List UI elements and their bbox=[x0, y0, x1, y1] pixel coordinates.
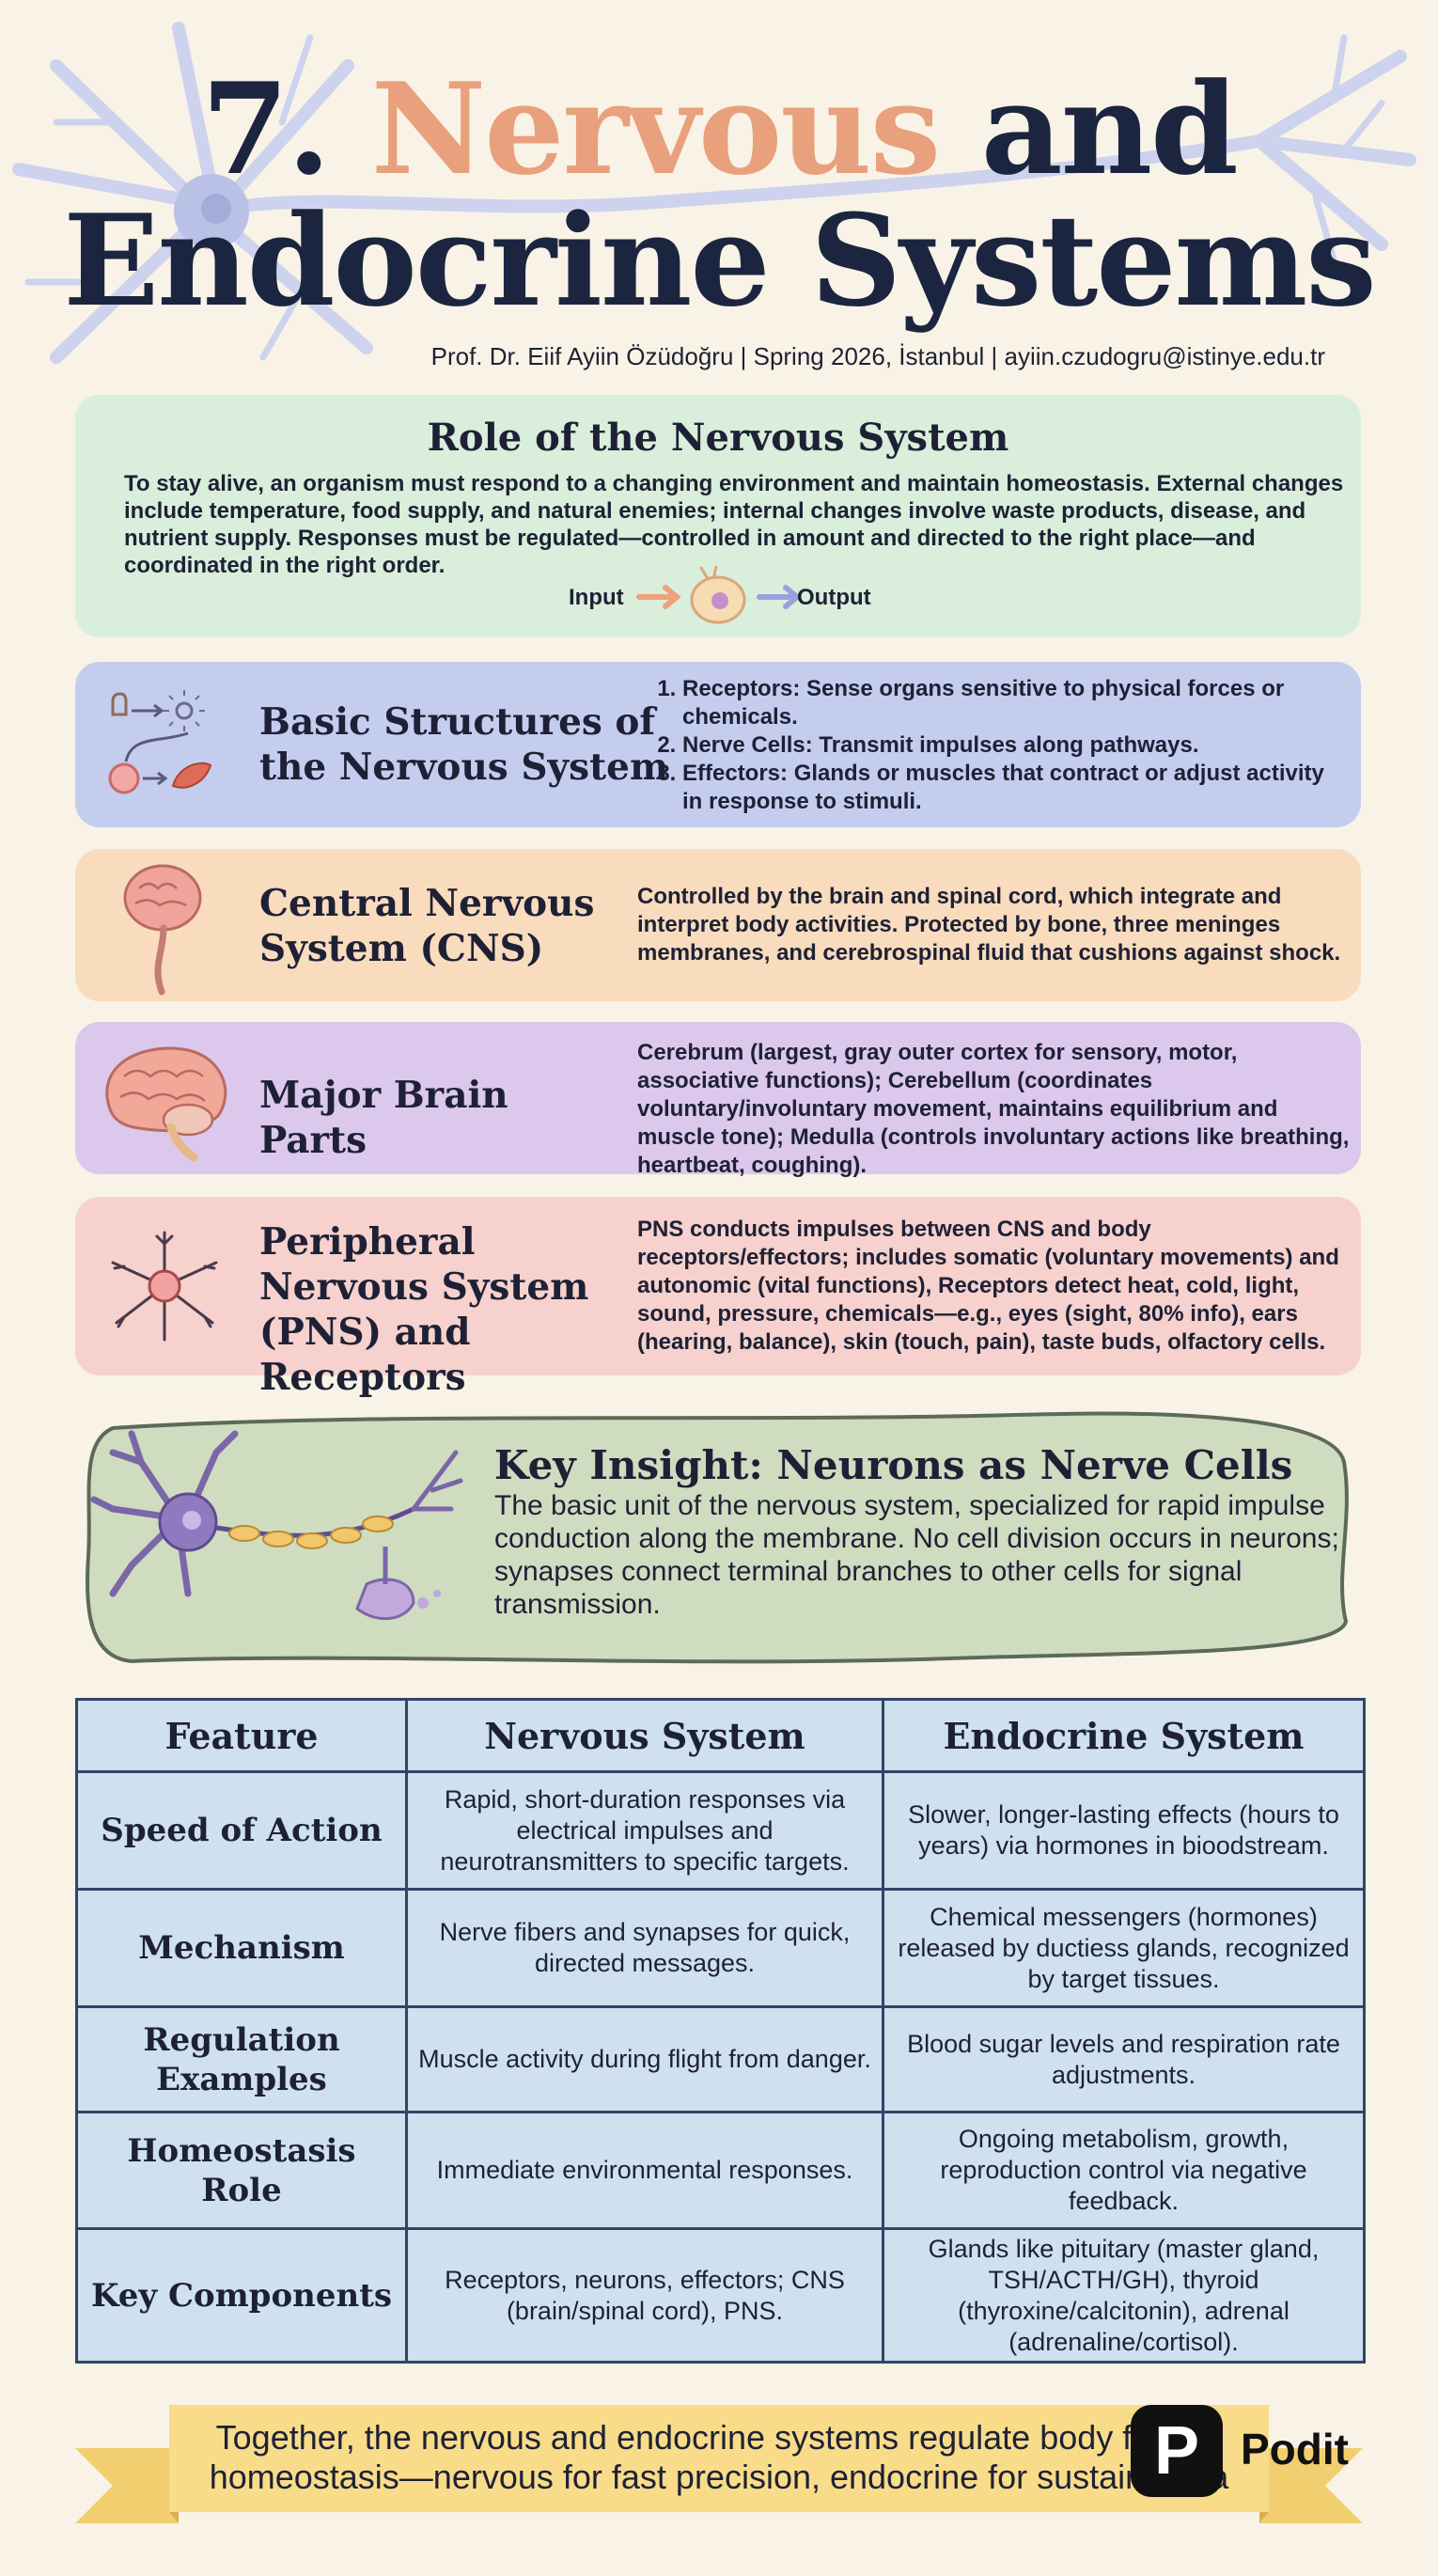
footer-line-1: Together, the nervous and endocrine syst… bbox=[215, 2418, 1223, 2457]
list-item: Effectors: Glands or muscles that contra… bbox=[682, 760, 1350, 816]
insight-title: Key Insight: Neurons as Nerve Cells bbox=[494, 1442, 1293, 1488]
list-item: Receptors: Sense organs sensitive to phy… bbox=[682, 675, 1350, 731]
table-cell: Blood sugar levels and respiration rate … bbox=[882, 2005, 1366, 2113]
footer-line-2: homeostasis—nervous for fast precision, … bbox=[209, 2458, 1229, 2496]
input-label: Input bbox=[569, 585, 624, 610]
neuron-illustration bbox=[90, 1430, 463, 1621]
cns-card-body: Controlled by the brain and spinal cord,… bbox=[637, 884, 1341, 966]
table-cell: Immediate environmental responses. bbox=[405, 2111, 884, 2230]
insight-card-background bbox=[85, 1411, 1349, 1664]
input-output-diagram bbox=[636, 566, 802, 624]
author-line: Prof. Dr. Eiif Ayiin Özüdoğru | Spring 2… bbox=[430, 342, 1325, 370]
footer-banner bbox=[75, 2405, 1363, 2523]
table-row: Speed of Action Rapid, short-duration re… bbox=[75, 1770, 1366, 1891]
receptor-effector-icon bbox=[108, 690, 212, 794]
pns-card-body: PNS conducts impulses between CNS and bo… bbox=[637, 1217, 1339, 1355]
title-accent-word: Nervous bbox=[370, 55, 941, 203]
table-header-cell: Nervous System bbox=[405, 1698, 884, 1773]
brain-card: Major Brain Parts Cerebrum (largest, gra… bbox=[75, 1022, 1361, 1178]
title-and: and bbox=[980, 55, 1239, 203]
podit-logo-icon: P bbox=[1131, 2405, 1223, 2497]
cns-card: Central Nervous System (CNS) Controlled … bbox=[75, 849, 1361, 1001]
table-header-row: Feature Nervous System Endocrine System bbox=[75, 1698, 1366, 1773]
page-title-line-1: 7. Nervous and bbox=[0, 66, 1438, 192]
role-card: Role of the Nervous System To stay alive… bbox=[75, 395, 1361, 637]
comparison-table: Feature Nervous System Endocrine System … bbox=[75, 1698, 1366, 2364]
role-card-title: Role of the Nervous System bbox=[427, 416, 1009, 460]
neuron-star-icon bbox=[111, 1231, 218, 1342]
structures-list: Receptors: Sense organs sensitive to phy… bbox=[654, 675, 1350, 816]
brain-spinal-cord-icon bbox=[123, 864, 202, 996]
title-number: 7. bbox=[201, 55, 331, 203]
table-cell: Slower, longer-lasting effects (hours to… bbox=[882, 1770, 1366, 1891]
table-cell: Receptors, neurons, effectors; CNS (brai… bbox=[405, 2227, 884, 2364]
table-header-cell: Endocrine System bbox=[882, 1698, 1366, 1773]
structures-card-title: Basic Structures of the Nervous System bbox=[259, 700, 669, 789]
footer-summary: Together, the nervous and endocrine syst… bbox=[188, 2418, 1250, 2497]
podit-logo-text: Podit bbox=[1241, 2425, 1349, 2474]
table-cell: Glands like pituitary (master gland, TSH… bbox=[882, 2227, 1366, 2364]
table-row: Key Components Receptors, neurons, effec… bbox=[75, 2227, 1366, 2364]
table-row: Homeostasis Role Immediate environmental… bbox=[75, 2111, 1366, 2230]
table-row-label: Homeostasis Role bbox=[75, 2111, 408, 2230]
cns-card-title: Central Nervous System (CNS) bbox=[259, 882, 595, 970]
pns-card: Peripheral Nervous System (PNS) and Rece… bbox=[75, 1197, 1361, 1399]
table-row-label: Mechanism bbox=[75, 1888, 408, 2008]
table-cell: Ongoing metabolism, growth, reproduction… bbox=[882, 2111, 1366, 2230]
structures-card-body: Receptors: Sense organs sensitive to phy… bbox=[654, 675, 1350, 816]
table-cell: Chemical messengers (hormones) released … bbox=[882, 1888, 1366, 2008]
output-arrow-icon bbox=[757, 585, 802, 609]
brain-icon bbox=[105, 1046, 227, 1161]
table-row: Regulation Examples Muscle activity duri… bbox=[75, 2005, 1366, 2113]
role-card-body: To stay alive, an organism must respond … bbox=[124, 471, 1344, 578]
table-row-label: Speed of Action bbox=[75, 1770, 408, 1891]
table-cell: Rapid, short-duration responses via elec… bbox=[405, 1770, 884, 1891]
structures-card: Basic Structures of the Nervous System R… bbox=[75, 662, 1361, 827]
table-cell: Muscle activity during flight from dange… bbox=[405, 2005, 884, 2113]
page-title-line-2: Endocrine Systems bbox=[63, 186, 1377, 335]
table-header-cell: Feature bbox=[75, 1698, 408, 1773]
table-row-label: Key Components bbox=[75, 2227, 408, 2364]
neuron-background-illustration bbox=[12, 22, 1416, 364]
list-item: Nerve Cells: Transmit impulses along pat… bbox=[682, 731, 1350, 760]
table-row: Mechanism Nerve fibers and synapses for … bbox=[75, 1888, 1366, 2008]
table-row-label: Regulation Examples bbox=[75, 2005, 408, 2113]
table-cell: Nerve fibers and synapses for quick, dir… bbox=[405, 1888, 884, 2008]
brain-card-body: Cerebrum (largest, gray outer cortex for… bbox=[637, 1040, 1350, 1178]
output-label: Output bbox=[797, 585, 871, 610]
pns-card-title: Peripheral Nervous System (PNS) and Rece… bbox=[259, 1220, 589, 1399]
insight-body: The basic unit of the nervous system, sp… bbox=[494, 1490, 1339, 1620]
brain-card-title: Major Brain Parts bbox=[259, 1074, 508, 1162]
input-arrow-icon bbox=[636, 585, 681, 609]
